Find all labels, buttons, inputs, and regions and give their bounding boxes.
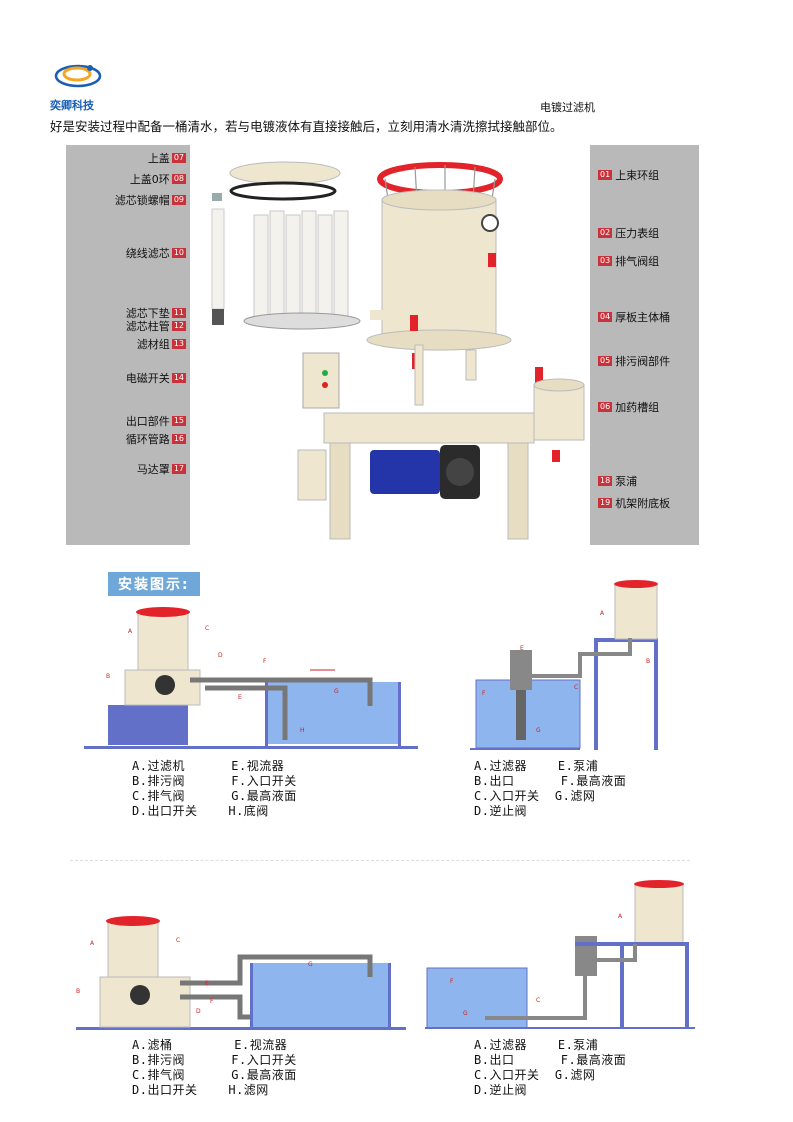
filter-machine-illustration: [211, 161, 585, 540]
d1-marker-g: G: [334, 688, 339, 695]
d4-marker-f: F: [450, 978, 454, 985]
d2-marker-b: B: [646, 658, 651, 665]
document-title: 电镀过滤机: [540, 101, 595, 114]
d3-marker-f: F: [210, 998, 214, 1005]
legend-diagram-3: A.滤桶 E.视流器 B.排污阀 F.入口开关 C.排气阀 G.最高液面 D.出…: [132, 1038, 297, 1097]
d4-marker-a: A: [618, 913, 623, 920]
d2-marker-c: C: [574, 684, 579, 691]
d2-marker-e: E: [520, 645, 524, 652]
company-name: 奕卿科技: [50, 99, 94, 112]
d2-marker-a: A: [600, 610, 605, 617]
install-diagram-3: [76, 916, 406, 1030]
d1-marker-c: C: [205, 625, 210, 632]
d3-marker-c: C: [176, 937, 181, 944]
d2-marker-g: G: [536, 727, 541, 734]
product-image-area: [190, 145, 590, 545]
d3-marker-d: D: [196, 1008, 201, 1015]
install-diagram-4: [425, 880, 695, 1029]
logo-mark-icon: [54, 64, 102, 88]
install-badge: 安装图示:: [108, 572, 200, 596]
d1-marker-d: D: [218, 652, 223, 659]
d3-marker-e: E: [205, 980, 209, 987]
d1-marker-f: F: [263, 658, 267, 665]
legend-diagram-4: A.过滤器 E.泵浦 B.出口 F.最高液面 C.入口开关 G.滤网 D.逆止阀: [474, 1038, 627, 1097]
legend-diagram-2: A.过滤器 E.泵浦 B.出口 F.最高液面 C.入口开关 G.滤网 D.逆止阀: [474, 759, 627, 818]
legend-diagram-1: A.过滤机 E.视流器 B.排污阀 F.入口开关 C.排气阀 G.最高液面 D.…: [132, 759, 297, 818]
d3-marker-b: B: [76, 988, 81, 995]
section-divider: [70, 860, 690, 861]
d4-marker-c: C: [536, 997, 541, 1004]
d2-marker-f: F: [482, 690, 486, 697]
d1-marker-h: H: [300, 727, 305, 734]
d3-marker-g: G: [308, 961, 313, 968]
company-logo: [50, 56, 105, 96]
d3-marker-a: A: [90, 940, 95, 947]
d1-marker-a: A: [128, 628, 133, 635]
d1-marker-e: E: [238, 694, 242, 701]
d1-marker-b: B: [106, 673, 111, 680]
intro-paragraph: 好是安装过程中配备一桶清水，若与电镀液体有直接接触后，立刻用清水清洗擦拭接触部位…: [50, 119, 563, 134]
install-diagram-1: [84, 607, 418, 749]
d4-marker-g: G: [463, 1010, 468, 1017]
install-diagram-2: [470, 580, 658, 750]
